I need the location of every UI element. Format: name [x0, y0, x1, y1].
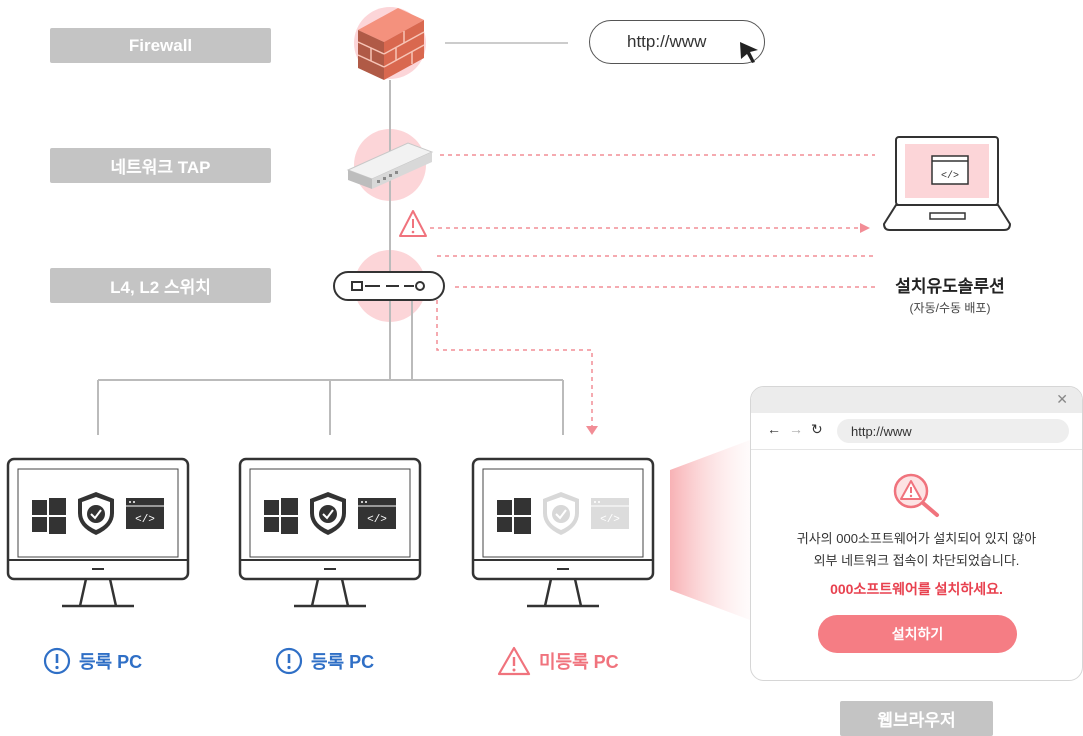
web-browser-caption: 웹브라우저: [840, 701, 993, 736]
shield-icon-disabled: [543, 492, 579, 535]
monitor-unregistered: </>: [471, 457, 655, 608]
browser-beam: [670, 440, 750, 620]
back-icon[interactable]: ←: [767, 421, 781, 437]
reload-icon[interactable]: ↻: [811, 421, 823, 437]
svg-text:</>: </>: [135, 514, 155, 526]
pc-label-registered-2: 등록 PC: [275, 646, 374, 676]
network-tap-icon: [346, 142, 434, 189]
warning-icon: [399, 210, 427, 237]
monitor-registered-2: </>: [238, 457, 422, 608]
firewall-icon: [357, 8, 425, 80]
laptop-icon: </>: [882, 136, 1012, 231]
install-solution-title: 설치유도솔루션: [895, 277, 1005, 296]
code-window-icon-disabled: </>: [591, 498, 629, 529]
windows-icon: [497, 498, 531, 534]
url-text: http://www: [627, 32, 707, 51]
block-message-line2: 외부 네트워크 접속이 차단되었습니다.: [813, 553, 1020, 568]
pc-label-text: 미등록 PC: [539, 652, 619, 672]
firewall-label: Firewall: [50, 28, 271, 63]
url-bar: http://www: [589, 20, 765, 64]
monitor-registered-1: </>: [6, 457, 190, 608]
shield-icon: [78, 492, 114, 535]
shield-icon: [310, 492, 346, 535]
code-window-icon: </>: [358, 498, 396, 529]
arrow-head-right: [860, 223, 870, 233]
install-warning: 000소프트웨어를 설치하세요.: [830, 581, 1003, 597]
svg-text:</>: </>: [941, 170, 959, 182]
redirect-lines: [430, 154, 875, 426]
pc-label-text: 등록 PC: [311, 652, 375, 672]
windows-icon: [32, 498, 66, 534]
pc-label-unregistered: 미등록 PC: [497, 646, 619, 676]
pc-label-registered-1: 등록 PC: [43, 646, 142, 676]
switch-icon: [333, 271, 445, 301]
install-solution-subtitle: (자동/수동 배포): [909, 301, 991, 315]
address-text: http://www: [851, 423, 912, 439]
arrow-head-down: [586, 426, 598, 435]
svg-text:</>: </>: [600, 514, 620, 526]
search-warning-icon: [893, 473, 939, 517]
switch-label: L4, L2 스위치: [50, 268, 271, 303]
warning-triangle-icon: [497, 646, 531, 676]
alert-circle-icon: [275, 647, 303, 675]
cursor-icon: [740, 42, 758, 63]
network-tap-label: 네트워크 TAP: [50, 148, 271, 183]
browser-nav-bar: ← → ↻ http://www: [751, 413, 1082, 450]
browser-tab-bar: ✕: [751, 387, 1082, 413]
block-message-line1: 귀사의 000소프트웨어가 설치되어 있지 않아: [796, 531, 1037, 546]
install-button[interactable]: 설치하기: [818, 615, 1017, 653]
svg-text:</>: </>: [367, 514, 387, 526]
close-icon[interactable]: ✕: [1056, 391, 1068, 407]
address-bar[interactable]: http://www: [837, 419, 1069, 443]
pc-label-text: 등록 PC: [79, 652, 143, 672]
alert-circle-icon: [43, 647, 71, 675]
pc-branch-lines: [97, 379, 564, 435]
web-browser-window: ✕ ← → ↻ http://www 귀사의 000소프트웨어가 설치되어 있지…: [750, 386, 1083, 681]
windows-icon: [264, 498, 298, 534]
forward-icon[interactable]: →: [789, 421, 803, 437]
code-window-icon: </>: [126, 498, 164, 529]
